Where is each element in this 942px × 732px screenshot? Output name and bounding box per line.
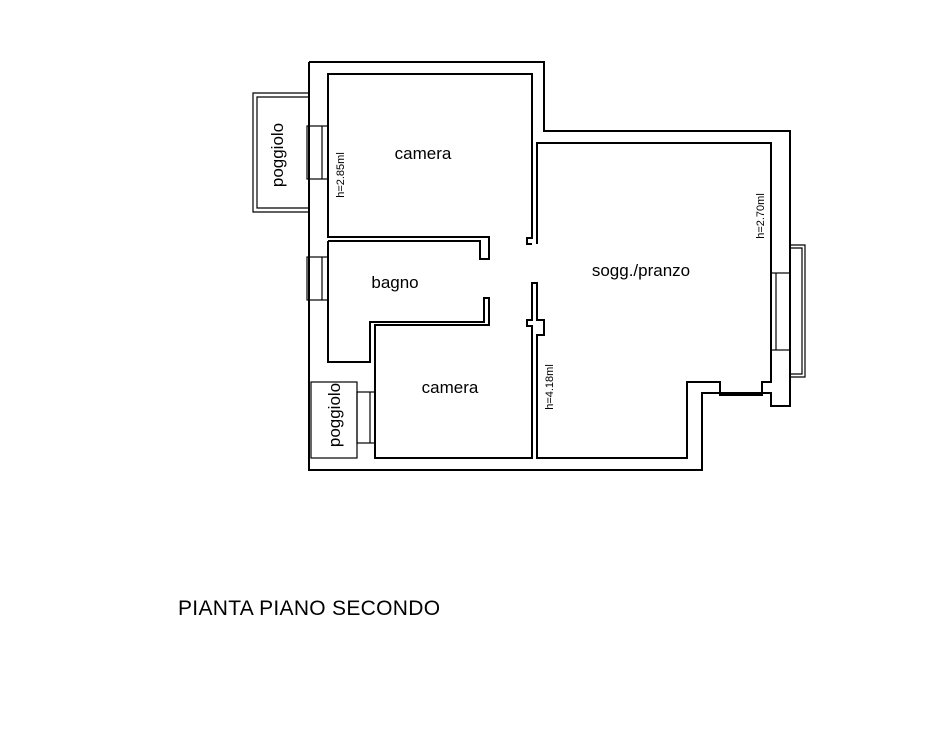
room-label-bagno: bagno	[371, 273, 418, 292]
room-label-poggiolo-bottom: poggiolo	[325, 383, 344, 447]
room-label-soggiorno: sogg./pranzo	[592, 261, 690, 280]
outer-wall	[308, 61, 791, 471]
poggiolo-bottom-outline	[310, 381, 358, 459]
room-label-camera-top: camera	[395, 144, 452, 163]
poggiolo-top-outline	[252, 92, 309, 213]
window-camera-top	[306, 125, 329, 180]
window-camera-bottom	[356, 391, 376, 444]
height-label-camera-top: h=2.85ml	[335, 152, 347, 198]
window-bagno	[306, 256, 329, 301]
room-label-camera-bottom: camera	[422, 378, 479, 397]
height-label-soggiorno: h=2.70ml	[755, 193, 767, 239]
camera-top-walls	[327, 73, 533, 260]
room-label-poggiolo-top: poggiolo	[268, 123, 287, 187]
balcony-right	[790, 244, 806, 378]
soggiorno-walls	[327, 142, 772, 459]
height-label-camera-bottom: h=4.18ml	[544, 364, 556, 410]
window-soggiorno	[770, 272, 791, 351]
plan-title: PIANTA PIANO SECONDO	[178, 597, 441, 620]
